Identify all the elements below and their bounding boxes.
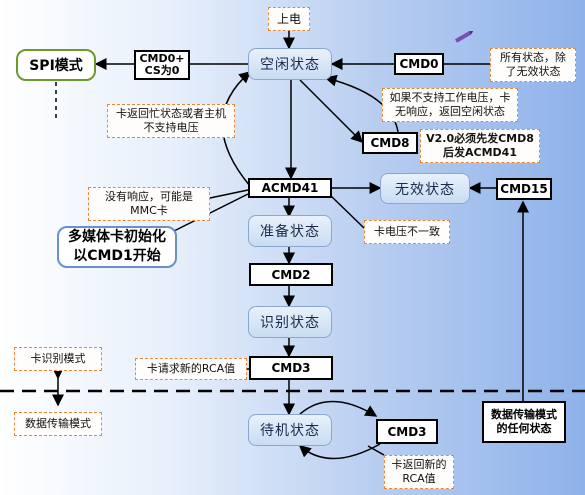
cmd0-command: CMD0: [394, 53, 444, 75]
cmd15-command: CMD15: [496, 178, 552, 200]
acmd41-command: ACMD41: [248, 178, 332, 198]
arrow-cmd8-idle: [324, 74, 399, 133]
arrow-standby-loop-bottom: [298, 443, 381, 460]
ready-state: 准备状态: [248, 215, 332, 247]
cmd3-command: CMD3: [249, 356, 333, 380]
arrow-acmd41-voltnote: [329, 194, 365, 229]
inactive-state: 无效状态: [380, 173, 470, 204]
arrow-mmcnote-acmd41: [209, 189, 249, 199]
arrow-standby-loop-top: [299, 400, 378, 417]
data-mode-label: 数据传输模式: [14, 412, 102, 436]
arrow-mmcinit-acmd41: [171, 193, 249, 233]
ident-mode-label: 卡识别模式: [14, 347, 102, 371]
arrow-idle-cmd8: [299, 79, 364, 144]
busy-note: 卡返回忙状态或者主机不支持电压: [107, 104, 235, 138]
all-states-note: 所有状态，除了无效状态: [490, 48, 576, 82]
v20-note: V2.0必须先发CMD8后发ACMD41: [420, 129, 540, 163]
data-any-state-box: 数据传输模式的任何状态: [482, 401, 566, 443]
cmd3-loop-command: CMD3: [376, 419, 438, 444]
power-on-label: 上电: [268, 7, 310, 31]
standby-state: 待机状态: [248, 414, 332, 446]
voltage-mismatch-note: 卡电压不一致: [364, 220, 450, 244]
pen-icon: [455, 31, 474, 43]
mmc-init-box: 多媒体卡初始化以CMD1开始: [57, 226, 177, 268]
cmd2-command: CMD2: [249, 263, 333, 286]
no-response-note: 没有响应，可能是MMC卡: [88, 187, 210, 221]
no-voltage-note: 如果不支持工作电压，卡无响应，返回空闲状态: [382, 88, 518, 122]
cmd8-command: CMD8: [362, 132, 418, 154]
cmd0-cs-command: CMD0+ CS为0: [134, 50, 190, 80]
arrow-rcanote-loop: [367, 445, 385, 456]
ident-state: 识别状态: [248, 306, 332, 338]
rca-return-note: 卡返回新的RCA值: [384, 455, 454, 489]
spi-mode: SPI模式: [16, 49, 96, 81]
idle-state: 空闲状态: [248, 48, 332, 80]
rca-request-note: 卡请求新的RCA值: [135, 358, 247, 380]
